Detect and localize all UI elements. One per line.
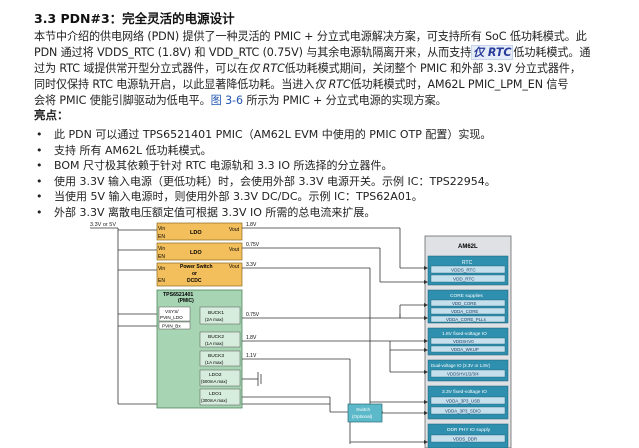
svg-text:VSYS/: VSYS/ bbox=[165, 309, 179, 314]
svg-text:Vout: Vout bbox=[229, 247, 240, 253]
svg-text:Vout: Vout bbox=[229, 264, 240, 270]
ldo-rtc-1v8: Vin EN LDO Vout bbox=[156, 222, 243, 241]
svg-text:(PMIC): (PMIC) bbox=[178, 298, 194, 304]
svg-text:VDDA_CORE: VDDA_CORE bbox=[451, 309, 478, 314]
power-switch-dcdc: Vin EN Power Switch or DCDC Vout bbox=[156, 262, 243, 287]
svg-text:EN: EN bbox=[158, 234, 165, 240]
svg-text:VDDA_CORE_PLLs: VDDA_CORE_PLLs bbox=[446, 317, 487, 322]
svg-text:BUCK3: BUCK3 bbox=[208, 353, 224, 359]
svg-text:0.75V: 0.75V bbox=[246, 312, 260, 318]
optional-switch: Switch (Optional) bbox=[347, 403, 383, 423]
svg-text:VDDA_WKUP: VDDA_WKUP bbox=[451, 347, 479, 352]
svg-text:LDO2: LDO2 bbox=[209, 372, 222, 378]
svg-text:Vin: Vin bbox=[158, 246, 165, 252]
svg-text:VDD_CORE: VDD_CORE bbox=[452, 301, 476, 306]
soc-am62l: AM62L RTC VDDS_RTC VDD_RTC CORE supplies… bbox=[424, 235, 512, 448]
svg-text:(1A max): (1A max) bbox=[205, 341, 224, 346]
svg-text:Vin: Vin bbox=[158, 226, 165, 232]
svg-text:1.8V: 1.8V bbox=[246, 335, 257, 341]
svg-text:VDDSHV1/2/3/4: VDDSHV1/2/3/4 bbox=[447, 372, 479, 377]
highlights-list: 此 PDN 可以通过 TPS6521401 PMIC（AM62L EVM 中使用… bbox=[34, 127, 496, 220]
svg-text:1.8V fixed-voltage IO: 1.8V fixed-voltage IO bbox=[442, 331, 487, 337]
svg-text:3.3V: 3.3V bbox=[246, 262, 257, 268]
svg-text:(1A max): (1A max) bbox=[205, 360, 224, 365]
list-item: BOM 尺寸极其依赖于针对 RTC 电源轨和 3.3 IO 所选择的分立器件。 bbox=[34, 158, 496, 174]
svg-text:(300mA max): (300mA max) bbox=[201, 398, 228, 403]
highlights-title: 亮点： bbox=[34, 108, 69, 122]
svg-text:Dual-voltage IO (3.3V or 1.8V): Dual-voltage IO (3.3V or 1.8V) bbox=[431, 363, 491, 368]
svg-text:Vout: Vout bbox=[229, 227, 240, 233]
svg-text:VDDSHV0: VDDSHV0 bbox=[453, 339, 474, 344]
svg-text:or: or bbox=[192, 271, 197, 277]
svg-text:PVIN_Bx: PVIN_Bx bbox=[162, 324, 181, 329]
list-item: 使用 3.3V 输入电源（更低功耗）时，会使用外部 3.3V 电源开关。示例 I… bbox=[34, 174, 496, 190]
svg-text:VDDS_RTC: VDDS_RTC bbox=[451, 268, 476, 273]
svg-text:LDO: LDO bbox=[190, 250, 202, 256]
list-item: 当使用 5V 输入电源时，则使用外部 3.3V DC/DC。示例 IC：TPS6… bbox=[34, 189, 496, 205]
svg-text:CORE supplies: CORE supplies bbox=[450, 293, 483, 299]
svg-text:(500mA max): (500mA max) bbox=[201, 379, 228, 384]
pmic-tps6521401: TPS6521401 (PMIC) VSYS/ PVIN_LDO PVIN_Bx… bbox=[156, 289, 243, 409]
svg-text:PVIN_LDO: PVIN_LDO bbox=[160, 315, 183, 320]
svg-text:VDDA_3P3_USB: VDDA_3P3_USB bbox=[446, 399, 480, 404]
svg-text:VDDS_DDR: VDDS_DDR bbox=[453, 437, 477, 442]
svg-text:(Optional): (Optional) bbox=[352, 414, 373, 419]
svg-text:Power Switch: Power Switch bbox=[180, 264, 213, 270]
svg-text:0.75V: 0.75V bbox=[246, 242, 260, 248]
list-item: 支持 所有 AM62L 低功耗模式。 bbox=[34, 143, 496, 159]
svg-text:DCDC: DCDC bbox=[187, 278, 202, 284]
svg-text:EN: EN bbox=[158, 254, 165, 260]
svg-text:BUCK1: BUCK1 bbox=[208, 310, 224, 316]
svg-text:LDO: LDO bbox=[190, 230, 202, 236]
svg-text:LDO1: LDO1 bbox=[209, 391, 222, 397]
list-item: 此 PDN 可以通过 TPS6521401 PMIC（AM62L EVM 中使用… bbox=[34, 127, 496, 143]
svg-text:3.3V fixed-voltage IO: 3.3V fixed-voltage IO bbox=[442, 389, 487, 395]
input-voltage-label: 3.3V or 5V bbox=[90, 222, 116, 228]
svg-text:EN: EN bbox=[158, 278, 165, 284]
svg-text:TPS6521401: TPS6521401 bbox=[163, 292, 193, 298]
svg-text:Switch: Switch bbox=[356, 407, 370, 413]
svg-text:(2A max): (2A max) bbox=[205, 317, 224, 322]
intro-paragraph: 本节中介绍的供电网络 (PDN) 提供了一种灵活的 PMIC + 分立式电源解决… bbox=[34, 30, 591, 107]
ldo-rtc-0v75: Vin EN LDO Vout bbox=[156, 242, 243, 261]
svg-text:VDD_RTC: VDD_RTC bbox=[453, 277, 475, 282]
svg-text:1.8V: 1.8V bbox=[246, 222, 257, 228]
svg-text:RTC: RTC bbox=[462, 260, 473, 266]
figure-link[interactable]: 图 3-6 bbox=[210, 94, 243, 107]
svg-text:Vin: Vin bbox=[158, 266, 165, 272]
svg-text:DDR PHY IO supply: DDR PHY IO supply bbox=[447, 427, 491, 433]
svg-text:1.1V: 1.1V bbox=[246, 353, 257, 359]
section-title: 3.3 PDN#3：完全灵活的电源设计 bbox=[34, 11, 235, 26]
list-item: 外部 3.3V 离散电压额定值可根据 3.3V IO 所需的总电流来扩展。 bbox=[34, 205, 496, 221]
svg-text:AM62L: AM62L bbox=[458, 244, 478, 250]
svg-text:VDDA_3P3_SDIO: VDDA_3P3_SDIO bbox=[445, 409, 481, 414]
svg-text:BUCK2: BUCK2 bbox=[208, 334, 224, 340]
